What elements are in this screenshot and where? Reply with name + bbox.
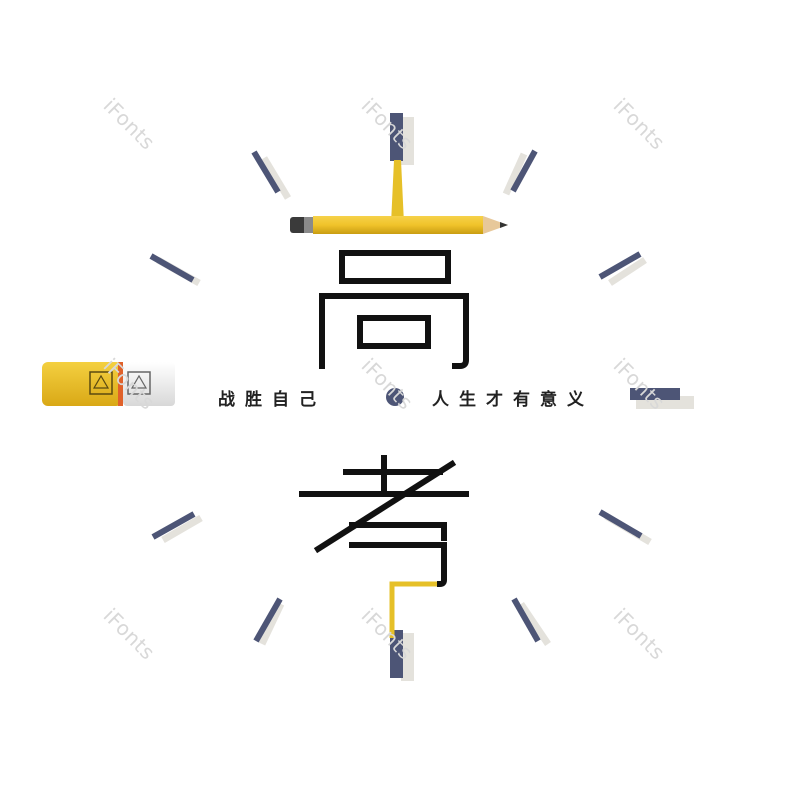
- tick-shadow-1: [502, 152, 528, 196]
- title-char-bottom-glyph: [299, 455, 469, 588]
- eraser-icon: [42, 362, 175, 406]
- tick-shadow-11: [260, 156, 292, 200]
- clock-hand-bottom: [389, 581, 437, 638]
- tick-shadow-5: [518, 602, 551, 646]
- tick-11: [251, 150, 281, 194]
- tick-12: [390, 113, 403, 161]
- tick-shadow-2: [608, 257, 647, 286]
- tick-5: [511, 597, 541, 643]
- tick-shadow-8: [161, 514, 203, 544]
- tick-7: [253, 597, 283, 643]
- tick-4: [598, 509, 643, 539]
- tick-shadow-7: [258, 602, 285, 646]
- tick-1: [510, 149, 538, 193]
- clock-center-dot: [386, 388, 404, 406]
- tick-shadow-6: [401, 633, 414, 681]
- clock-hand-top: [391, 160, 404, 224]
- tick-8: [151, 511, 196, 540]
- title-char-top-glyph: [319, 250, 469, 369]
- tick-shadow-12: [401, 117, 414, 165]
- tick-6: [390, 630, 403, 678]
- pencil-icon: [290, 216, 508, 234]
- tick-3: [630, 388, 680, 400]
- tick-10: [149, 253, 195, 283]
- slogan-right: 人生才有意义: [432, 390, 594, 410]
- clock-ticks: [149, 113, 680, 678]
- tick-2: [598, 251, 642, 280]
- slogan-left: 战胜自己: [218, 390, 326, 410]
